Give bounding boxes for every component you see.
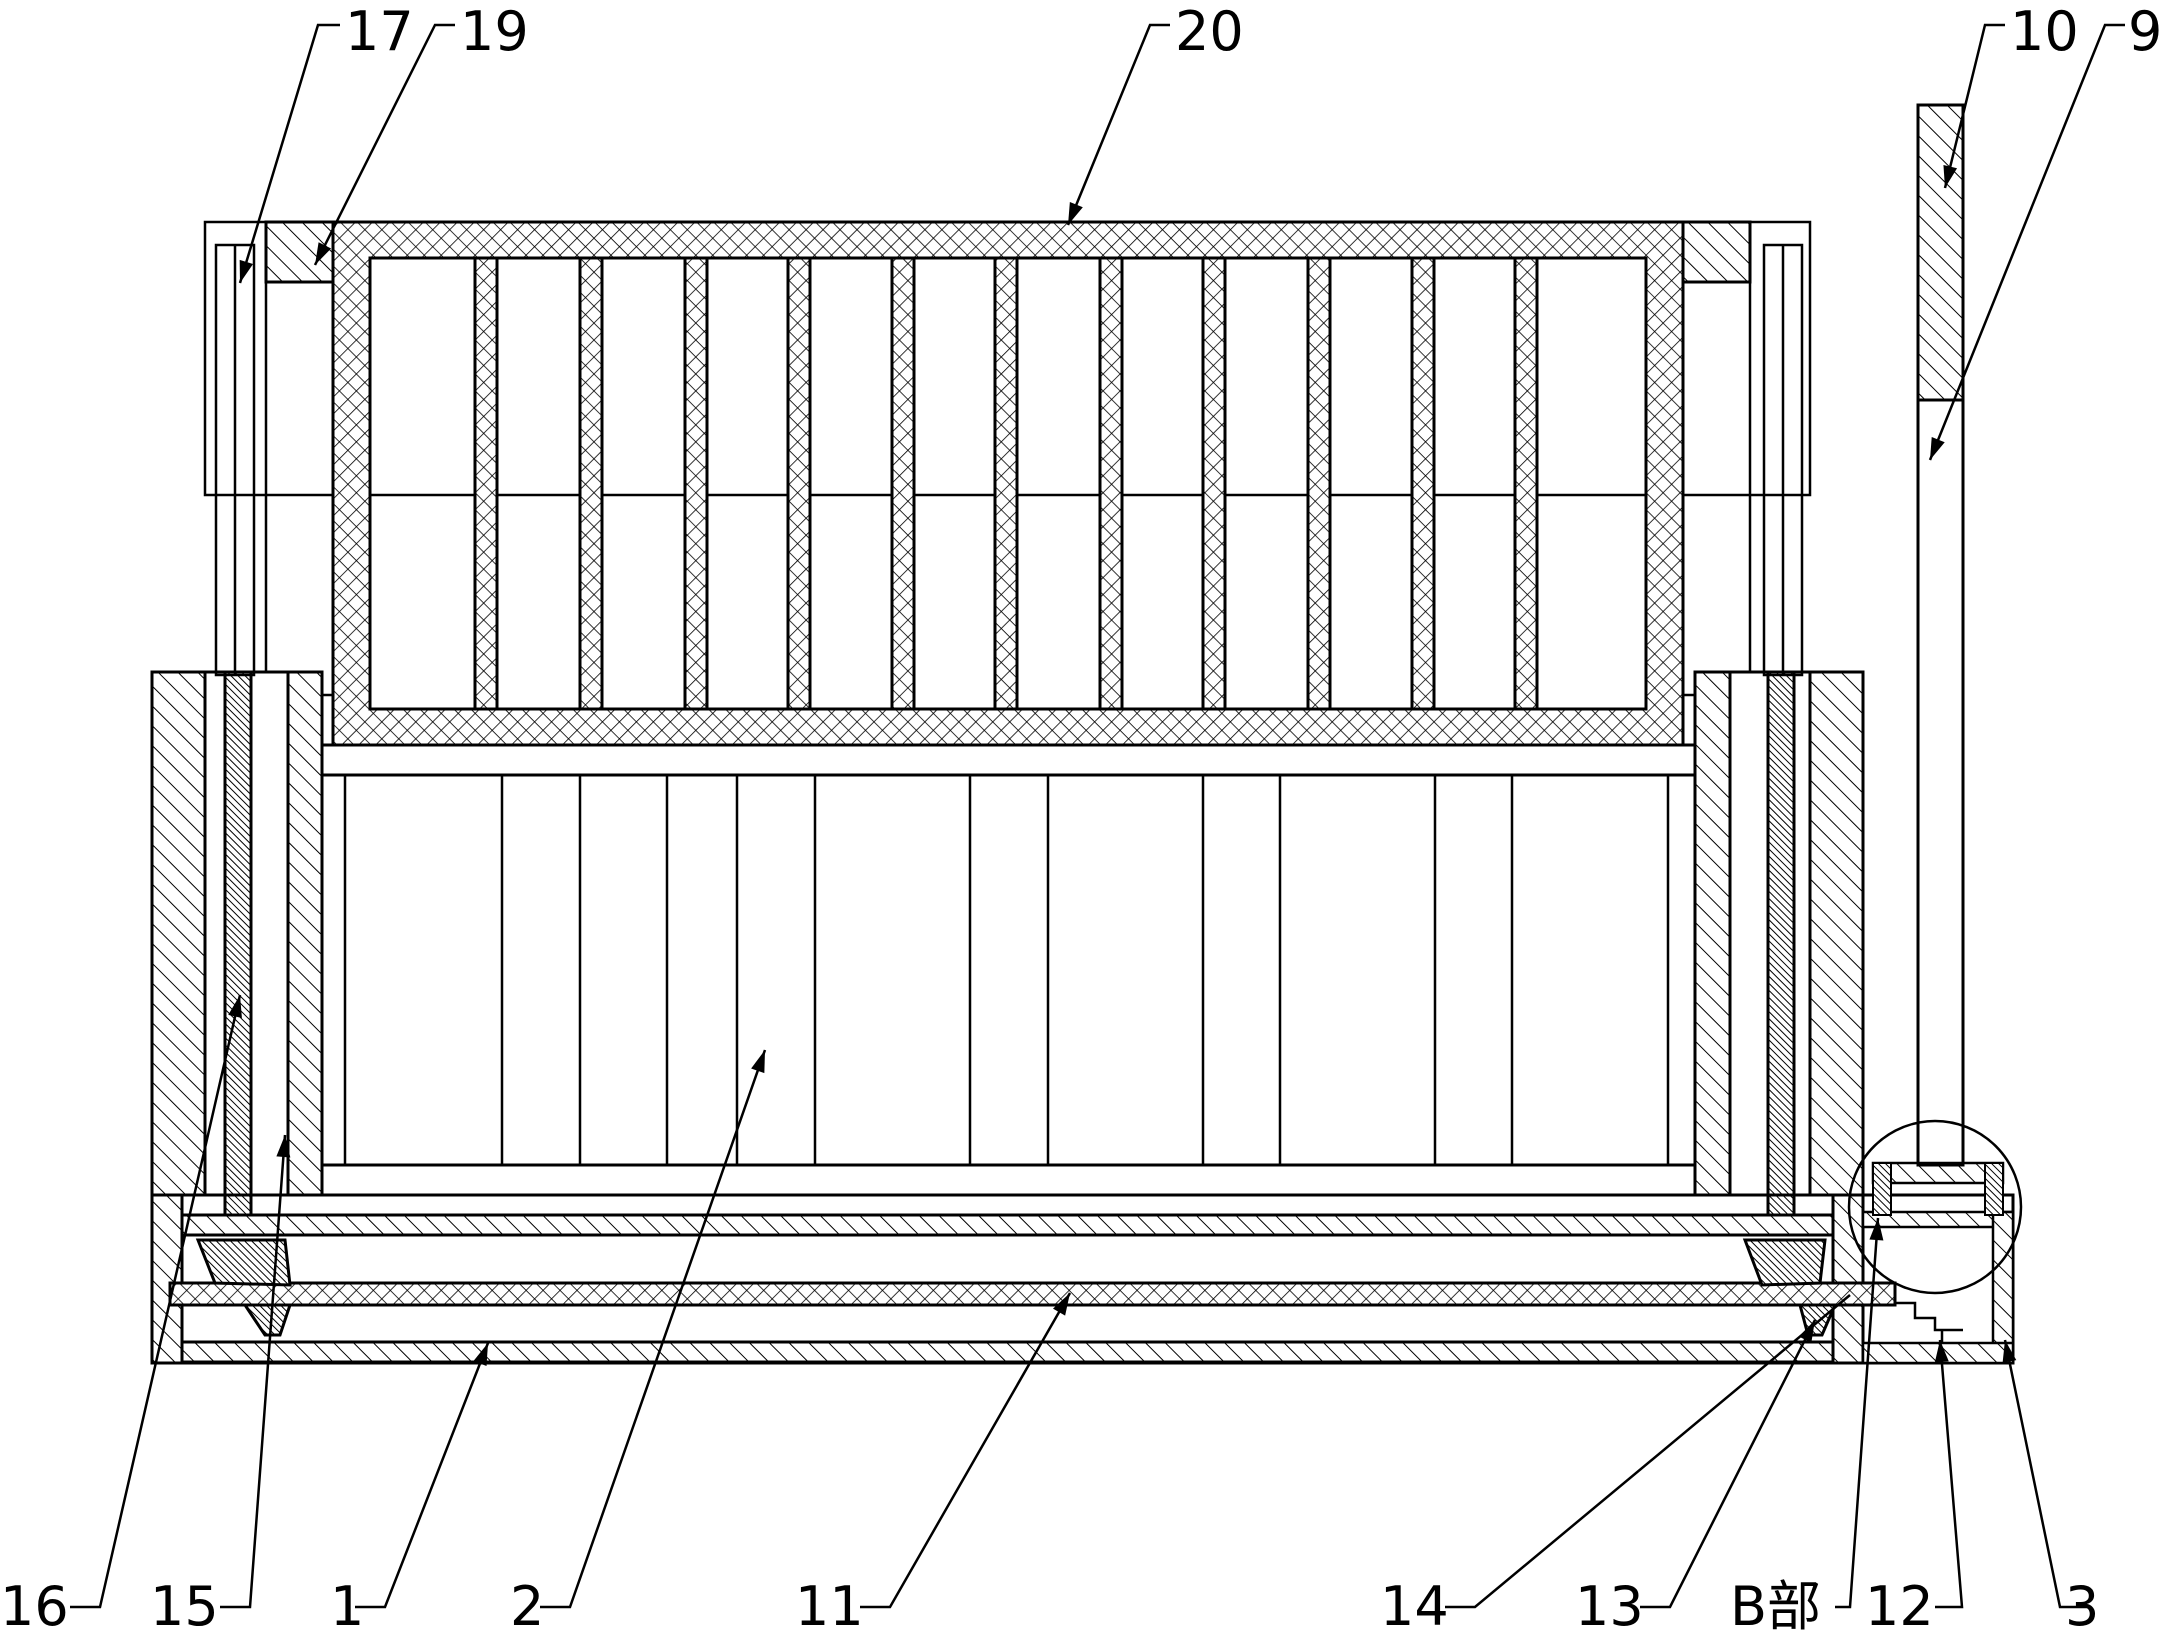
leader-13 [1640, 1319, 1817, 1609]
leader-lines [70, 23, 2125, 1609]
label-9: 9 [2128, 0, 2162, 63]
mesh-bar [578, 256, 604, 711]
shaft [168, 1281, 1897, 1307]
mesh-bar [1098, 256, 1124, 711]
leader-11 [860, 1292, 1072, 1609]
leader-12-arrow [1934, 1340, 1949, 1363]
label-10: 10 [2010, 0, 2079, 63]
leader-2 [540, 1049, 767, 1609]
leader-16 [70, 994, 242, 1609]
rod-assembly [1916, 103, 1965, 1167]
leader-9-arrow [1930, 436, 1945, 460]
base [150, 1193, 1865, 1365]
mesh-bar [786, 256, 812, 711]
leader-3 [2003, 1339, 2090, 1609]
leader-17 [238, 23, 340, 284]
leader-20 [1066, 23, 1170, 226]
leader-19 [313, 23, 455, 266]
label-3: 3 [2065, 1575, 2099, 1638]
label-b: B部 [1730, 1575, 1821, 1638]
leader-14 [1445, 1294, 1851, 1609]
label-14: 14 [1380, 1575, 1449, 1638]
label-19: 19 [460, 0, 529, 63]
label-12: 12 [1865, 1575, 1934, 1638]
leader-17-arrow [239, 259, 254, 283]
middle-container [320, 743, 1697, 1197]
mesh-bar [890, 256, 916, 711]
mesh-bar [1306, 256, 1332, 711]
label-2: 2 [510, 1575, 544, 1638]
mesh-bar [473, 256, 499, 711]
leader-1 [355, 1342, 490, 1609]
mesh-bar [1201, 256, 1227, 711]
label-17: 17 [345, 0, 414, 63]
container-dividers [500, 775, 1670, 1165]
mesh-bar [683, 256, 709, 711]
label-13: 13 [1575, 1575, 1644, 1638]
leader-10 [1943, 23, 2005, 189]
mesh-bar [1410, 256, 1436, 711]
left-bevel-gears [195, 1238, 293, 1337]
top-frame [203, 220, 1812, 747]
label-11: 11 [795, 1575, 864, 1638]
leader-9 [1928, 23, 2125, 461]
label-1: 1 [330, 1575, 364, 1638]
mesh-bar [993, 256, 1019, 711]
leader-15 [220, 1134, 287, 1609]
detail-b-circle [1847, 1119, 2023, 1295]
leader-b [1835, 1217, 1880, 1609]
leader-10-arrow [1943, 164, 1958, 188]
leader-b-arrow [1869, 1218, 1884, 1241]
label-15: 15 [150, 1575, 219, 1638]
leader-15-arrow [276, 1135, 291, 1158]
leader-2-arrow [751, 1050, 765, 1074]
left-post [150, 243, 324, 1222]
mesh-bars [473, 256, 1539, 711]
right-post [1693, 243, 1865, 1222]
label-16: 16 [0, 1575, 69, 1638]
leader-19-arrow [315, 242, 332, 265]
leader-3-arrow [2002, 1340, 2017, 1363]
leader-13-arrow [1798, 1320, 1815, 1343]
leader-16-arrow [228, 995, 242, 1019]
leader-11-arrow [1052, 1293, 1070, 1316]
mesh-bar [1513, 256, 1539, 711]
label-20: 20 [1175, 0, 1244, 63]
side-box [1861, 1161, 2015, 1365]
leader-20-arrow [1068, 201, 1083, 225]
leader-12 [1935, 1339, 1964, 1609]
leader-1-arrow [473, 1343, 488, 1367]
